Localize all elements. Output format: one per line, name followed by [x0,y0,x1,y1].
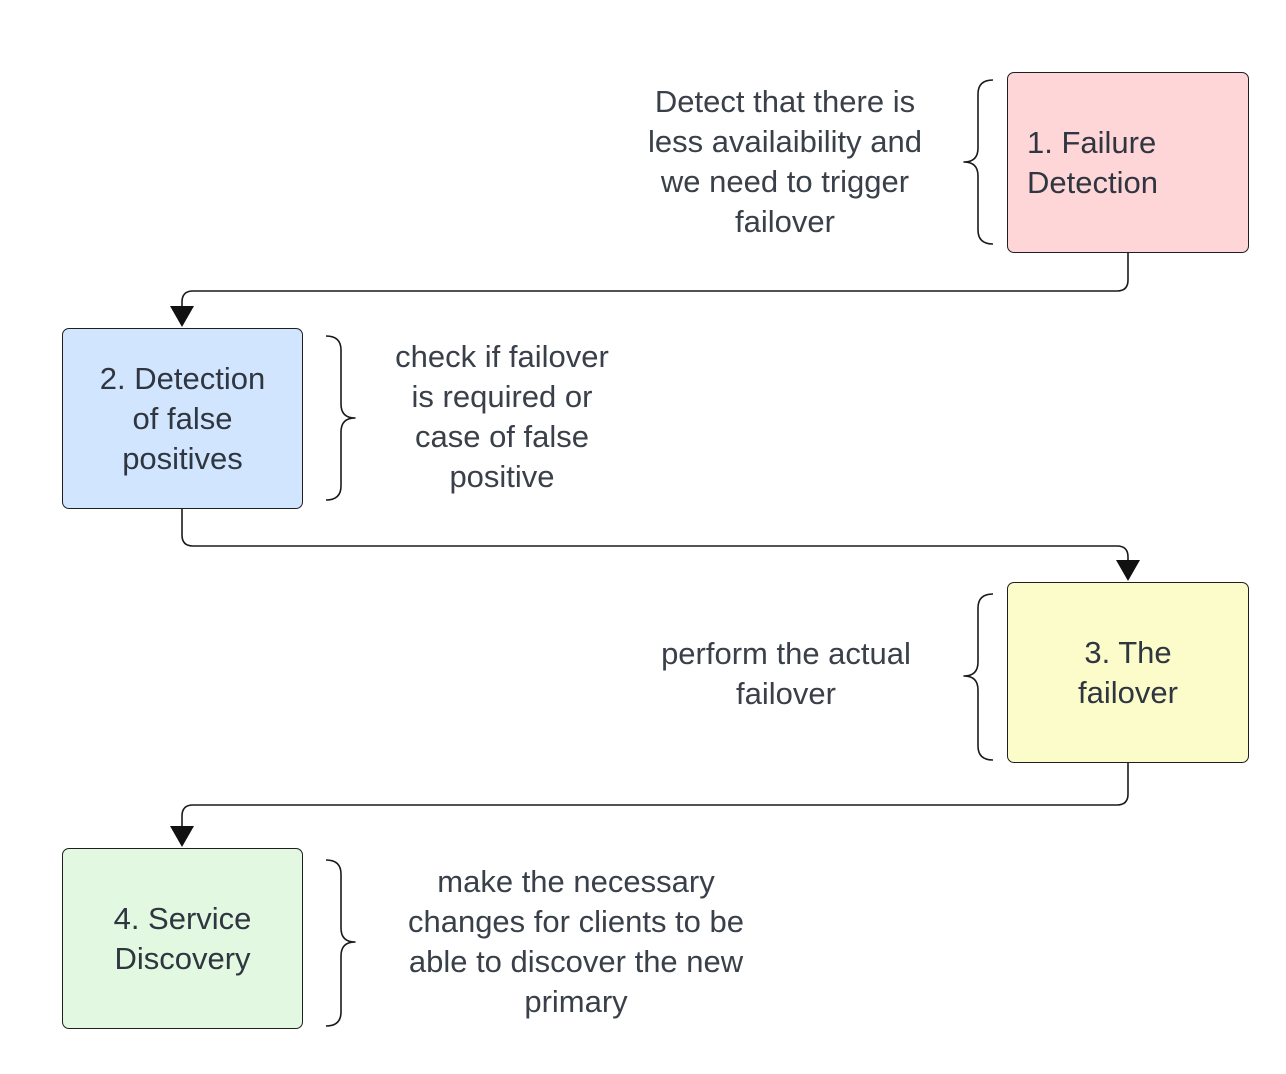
curly-brace-icon [963,593,994,761]
triangle-arrow-down-icon [170,306,194,327]
step-label: 2. Detection of false positives [99,360,266,476]
step-label: 1. Failure Detection [1027,124,1158,200]
curly-brace-icon [325,859,356,1027]
step-box-service-discovery: 4. Service Discovery [62,848,303,1029]
step-box-failure-detection: 1. Failure Detection [1007,72,1249,253]
step-box-failover: 3. The failover [1007,582,1249,763]
triangle-arrow-down-icon [1116,560,1140,581]
triangle-arrow-down-icon [170,826,194,847]
step-label: 3. The failover [1078,634,1178,710]
annotation-failover: perform the actual failover [661,636,911,711]
connector-1-to-2 [181,253,1129,308]
curly-brace-icon [325,335,356,501]
connector-3-to-4 [181,763,1129,828]
curly-brace-icon [963,79,994,245]
step-label: 4. Service Discovery [113,900,252,976]
connector-2-to-3 [181,509,1129,562]
annotation-service-discovery: make the necessary changes for clients t… [407,864,745,1019]
annotation-false-positive-detection: check if failover is required or case of… [395,339,609,494]
step-box-false-positive-detection: 2. Detection of false positives [62,328,303,509]
annotation-failure-detection: Detect that there is less availaibility … [648,84,922,239]
